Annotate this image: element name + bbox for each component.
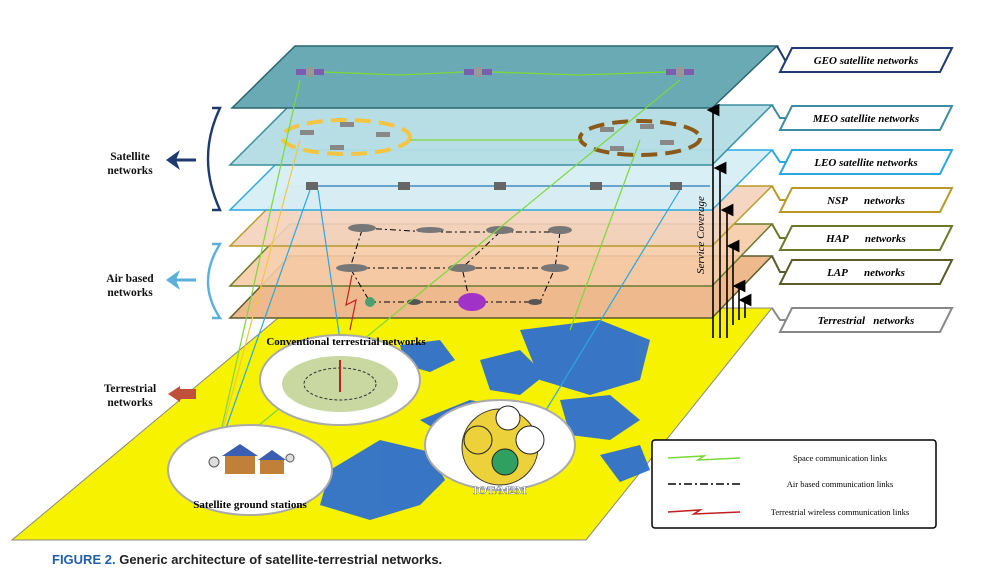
legend-space-label: Space communication links bbox=[793, 453, 887, 463]
ground-stations-cloud bbox=[167, 424, 333, 516]
terrestrial-networks-label: Terrestrial networks bbox=[103, 383, 157, 409]
tag-box-meo bbox=[778, 105, 954, 131]
satellite-networks-label: Satellite networks bbox=[107, 151, 153, 177]
meo-orbits bbox=[280, 118, 702, 157]
air-platforms bbox=[336, 224, 572, 311]
figure-caption-text: Generic architecture of satellite-terres… bbox=[119, 552, 443, 567]
tag-box-hap bbox=[778, 225, 954, 251]
figure-number: FIGURE 2. bbox=[52, 552, 116, 567]
legend-space-swatch bbox=[667, 455, 741, 461]
tag-label-nsp: NSP networks bbox=[826, 195, 905, 207]
tag-box-terrestrial bbox=[778, 307, 954, 333]
legend-terrestrial-label: Terrestrial wireless communication links bbox=[771, 507, 909, 517]
tag-box-nsp bbox=[778, 187, 954, 213]
tag-label-meo: MEO satellite networks bbox=[812, 113, 919, 125]
tag-label-terrestrial: Terrestrial networks bbox=[818, 315, 914, 327]
service-coverage-label: Service Coverage bbox=[695, 196, 707, 274]
air-arrow-icon bbox=[166, 270, 180, 290]
air-networks-label: Air based networks bbox=[106, 273, 154, 299]
air-bracket bbox=[206, 242, 223, 320]
iot-cloud bbox=[424, 399, 576, 491]
tag-box-leo bbox=[778, 149, 954, 175]
tag-label-hap: HAP networks bbox=[825, 233, 906, 245]
leo-satellites bbox=[306, 182, 710, 190]
legend-air-label: Air based communication links bbox=[787, 479, 893, 489]
satellite-arrow-icon bbox=[166, 150, 180, 170]
legend-terrestrial-swatch bbox=[667, 509, 741, 515]
terrestrial-arrow-icon bbox=[178, 389, 196, 399]
tag-label-geo: GEO satellite networks bbox=[814, 55, 919, 67]
geo-satellites bbox=[296, 67, 694, 77]
satellite-bracket bbox=[206, 106, 222, 212]
tag-box-lap bbox=[778, 259, 954, 285]
figure-caption: FIGURE 2. Generic architecture of satell… bbox=[52, 552, 442, 567]
conventional-networks-label: Conventional terrestrial networks bbox=[266, 336, 426, 348]
iot-m2m-label: IOT/M2M bbox=[473, 483, 527, 497]
legend: Space communication links Air based comm… bbox=[651, 439, 937, 529]
tag-box-geo bbox=[778, 47, 954, 73]
service-coverage-arrows bbox=[706, 103, 752, 338]
ground-stations-label: Satellite ground stations bbox=[193, 499, 307, 511]
tag-label-lap: LAP networks bbox=[826, 267, 905, 279]
tag-label-leo: LEO satellite networks bbox=[813, 157, 917, 169]
terrestrial-links bbox=[345, 274, 357, 331]
terrestrial-arrow-head bbox=[168, 386, 180, 402]
conventional-cloud bbox=[259, 334, 421, 426]
